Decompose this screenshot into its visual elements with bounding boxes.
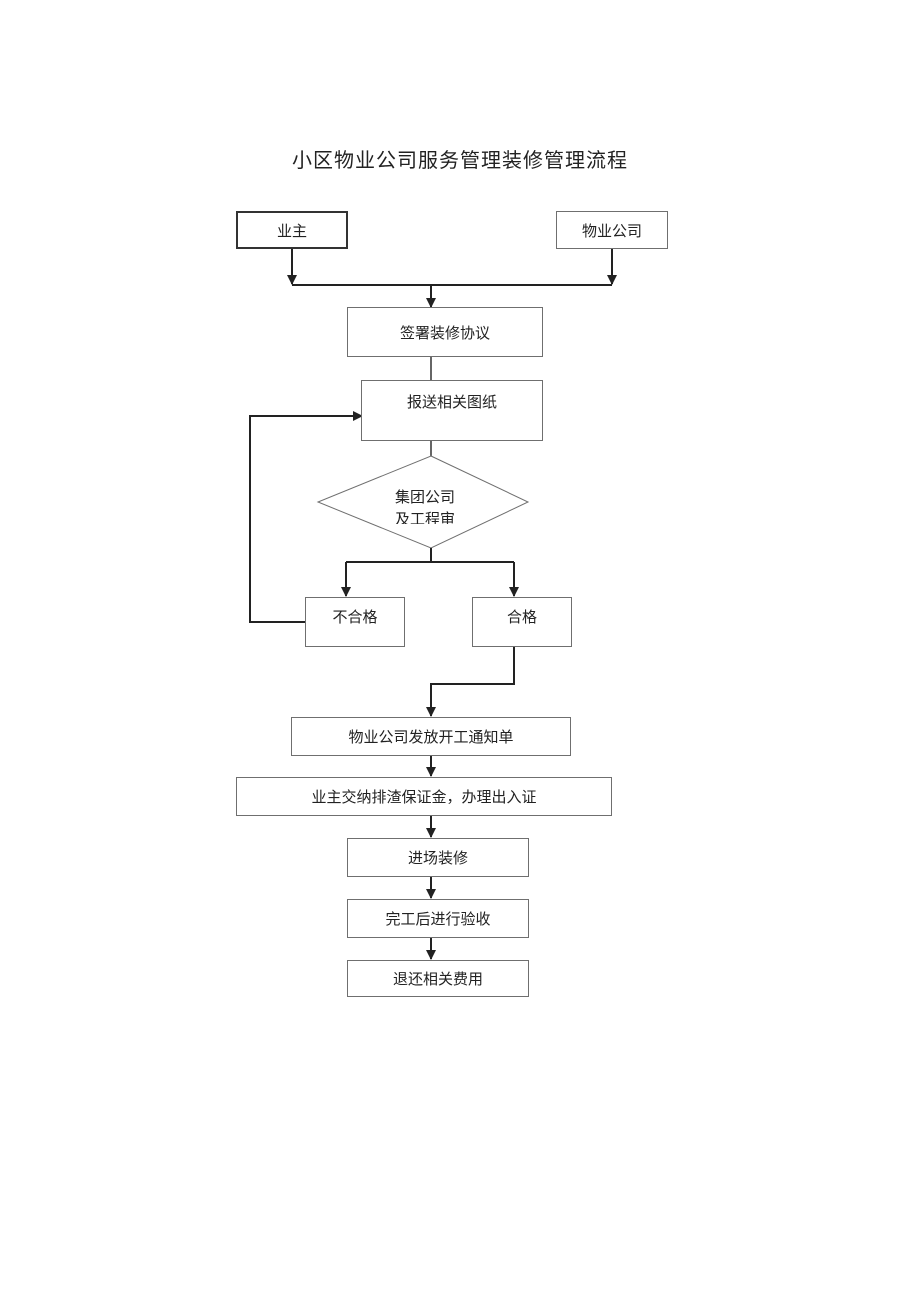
review-label-line1: 集团公司 bbox=[394, 488, 455, 506]
connector-qualified-to-notice bbox=[426, 647, 515, 717]
refund-fees-box: 退还相关费用 bbox=[347, 960, 529, 997]
submit-drawings-box: 报送相关图纸 bbox=[361, 380, 543, 441]
acceptance-box: 完工后进行验收 bbox=[347, 899, 529, 938]
pay-deposit-box: 业主交纳排渣保证金，办理出入证 bbox=[236, 777, 612, 816]
qualified-box: 合格 bbox=[472, 597, 572, 647]
page-title: 小区物业公司服务管理装修管理流程 bbox=[292, 148, 628, 172]
enter-site-box: 进场装修 bbox=[347, 838, 529, 877]
review-diamond-label: 集团公司 及工程审 bbox=[330, 486, 520, 524]
review-label-line2: 及工程审 bbox=[394, 510, 455, 524]
connector-loop-back bbox=[249, 411, 363, 623]
owner-box: 业主 bbox=[236, 211, 348, 249]
sign-agreement-box: 签署装修协议 bbox=[347, 307, 543, 357]
property-company-box: 物业公司 bbox=[556, 211, 668, 249]
issue-notice-box: 物业公司发放开工通知单 bbox=[291, 717, 571, 756]
unqualified-box: 不合格 bbox=[305, 597, 405, 647]
